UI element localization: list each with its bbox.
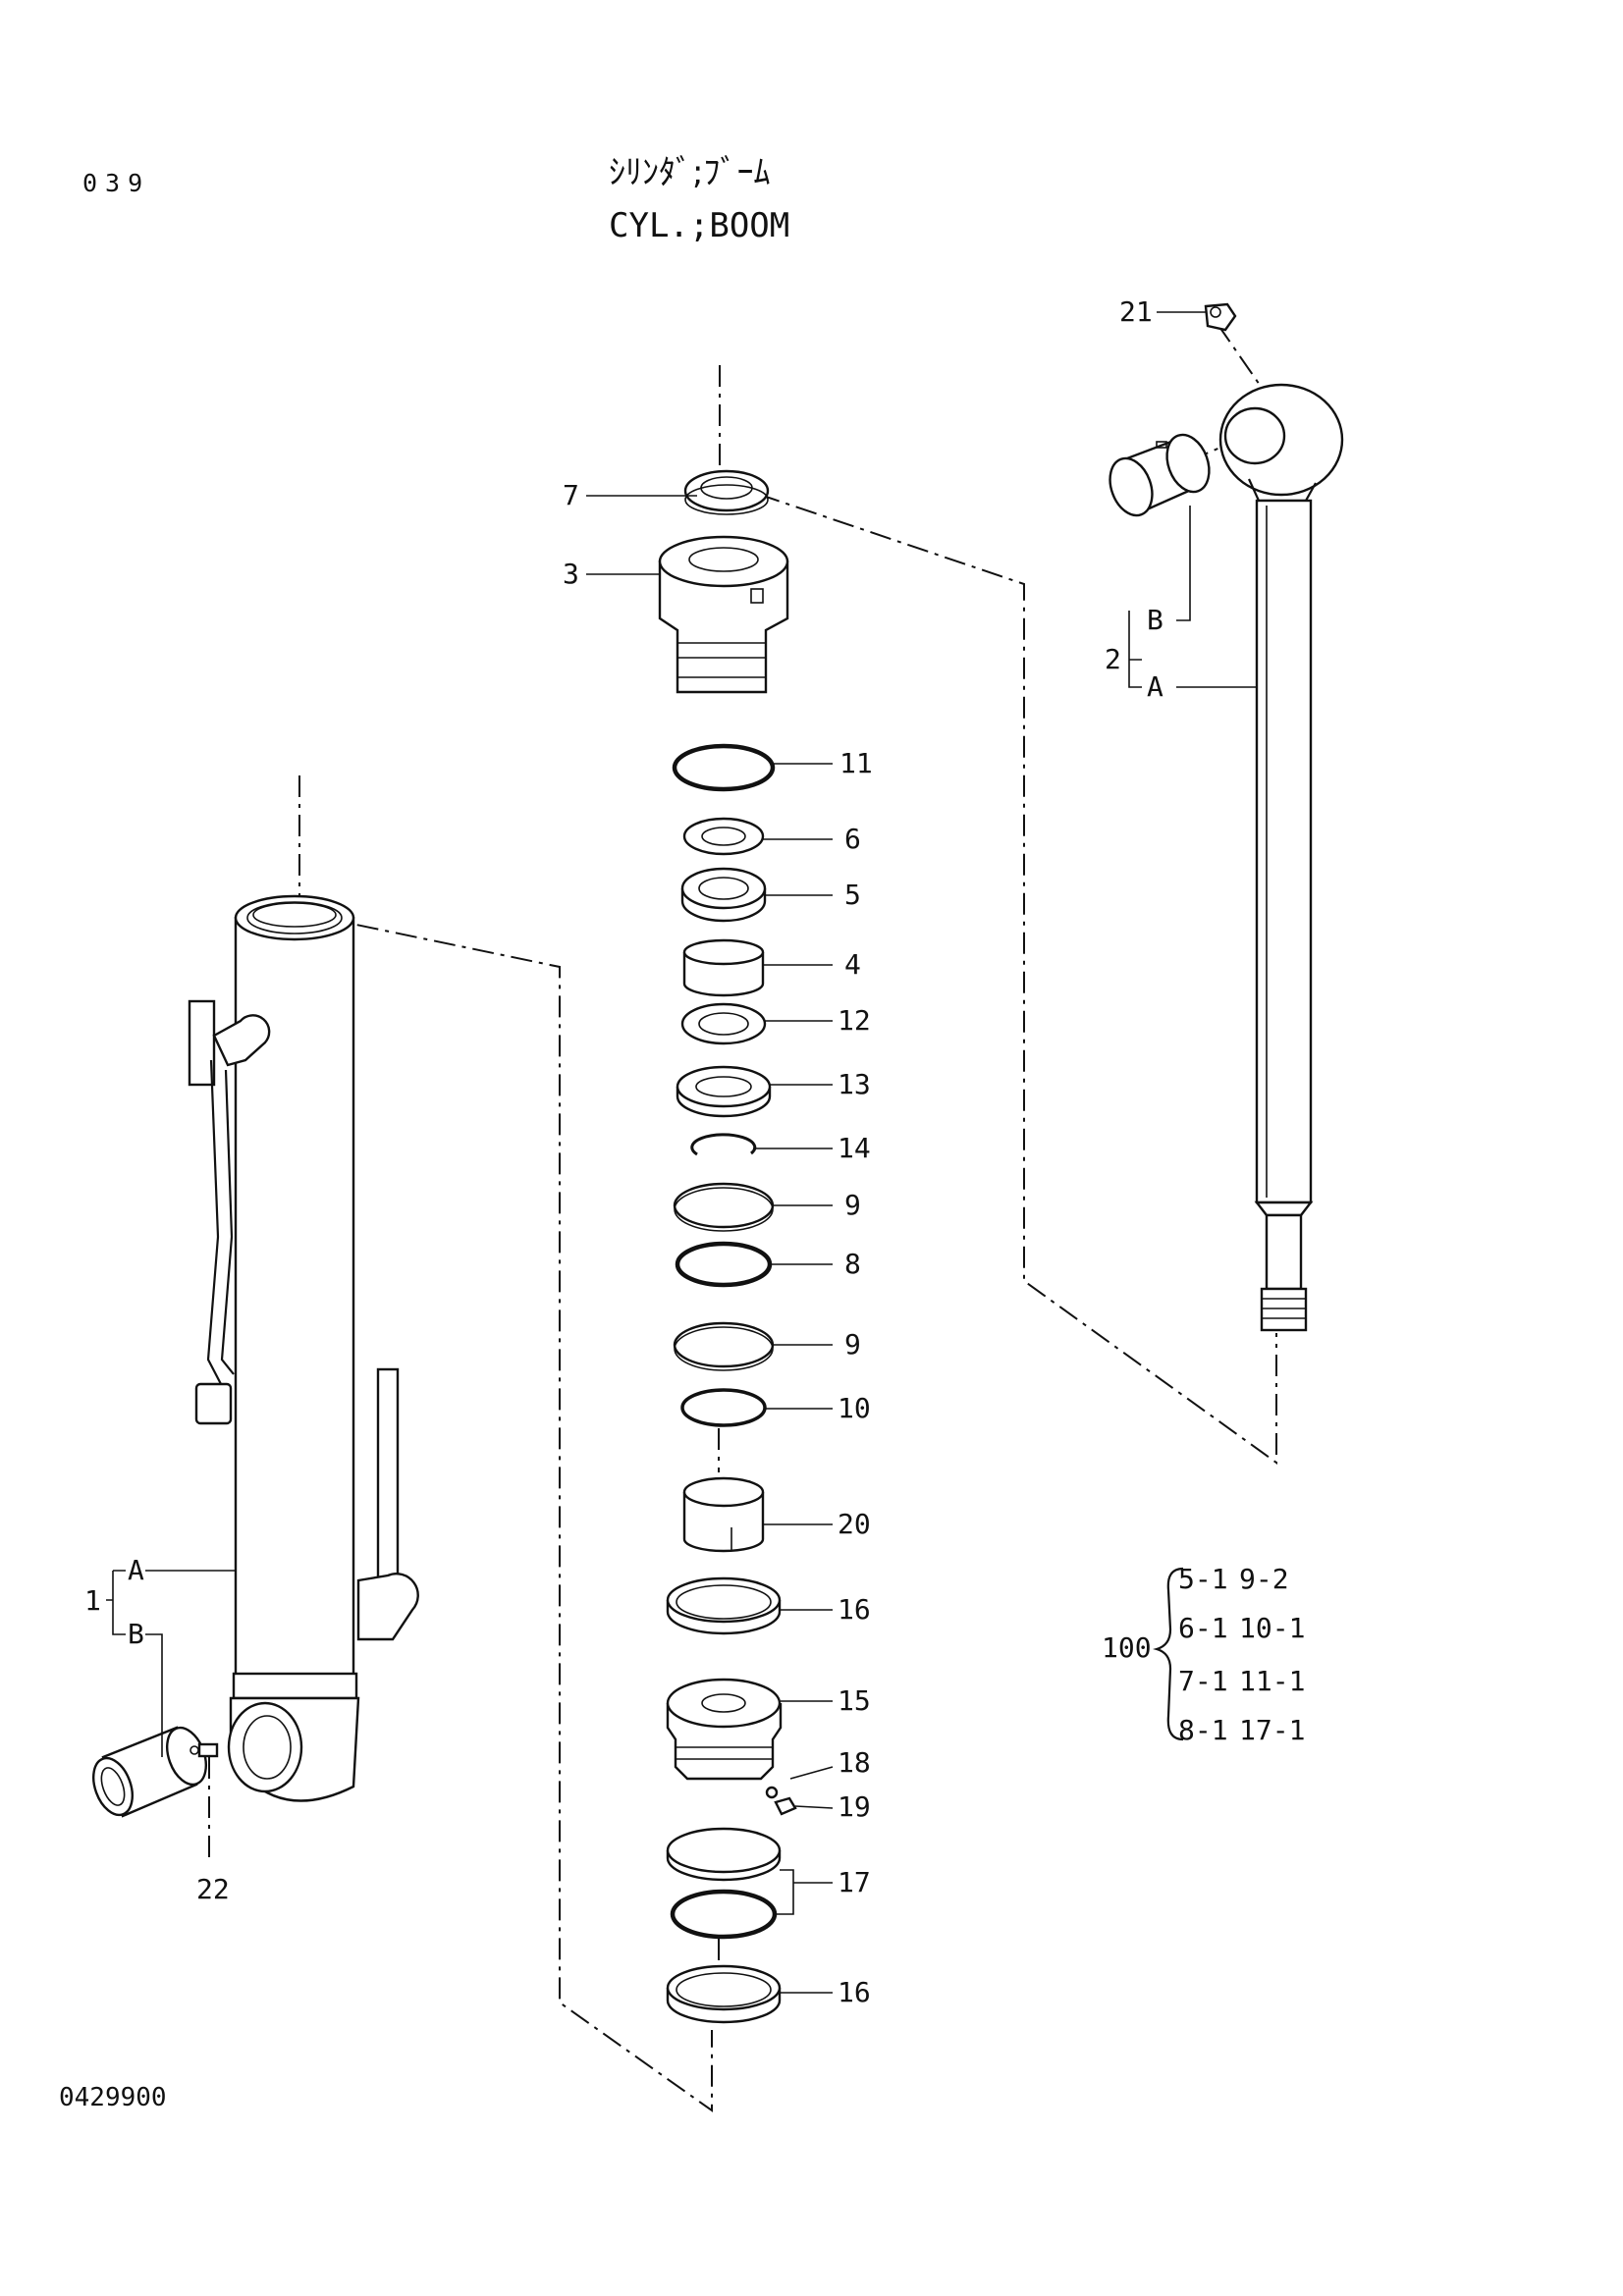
- kit-row-3-col-2: 11-1: [1239, 1665, 1305, 1697]
- rod-bushing[interactable]: [1103, 429, 1217, 521]
- ring-9-lower[interactable]: [673, 1321, 775, 1371]
- callout-18: 18: [838, 1746, 871, 1779]
- ring-12[interactable]: [680, 1002, 767, 1045]
- callout-2B: B: [1147, 604, 1163, 636]
- kit-row-4-col-1: 8-1: [1178, 1714, 1228, 1746]
- kit-row-3-col-1: 7-1: [1178, 1665, 1228, 1697]
- cushion-bearing-20[interactable]: [682, 1476, 765, 1553]
- o-ring-10[interactable]: [680, 1388, 767, 1427]
- callout-22: 22: [196, 1873, 230, 1905]
- leader-lines: [106, 311, 1257, 1994]
- callout-15: 15: [838, 1684, 871, 1717]
- o-ring-8[interactable]: [675, 1241, 773, 1288]
- kit-number: 100: [1102, 1631, 1152, 1664]
- piston-15[interactable]: [666, 1678, 783, 1781]
- callout-12: 12: [838, 1004, 871, 1037]
- seal-ring-17-upper[interactable]: [666, 1827, 782, 1882]
- wear-ring-16-lower[interactable]: [666, 1964, 782, 2024]
- callout-4: 4: [844, 948, 861, 981]
- callout-14: 14: [838, 1132, 871, 1164]
- callout-2: 2: [1105, 643, 1121, 675]
- snap-ring-14[interactable]: [690, 1133, 757, 1156]
- o-ring-17-lower[interactable]: [670, 1889, 778, 1940]
- o-ring-11[interactable]: [672, 743, 776, 792]
- callout-2A: A: [1147, 670, 1163, 703]
- callout-1B: B: [128, 1618, 144, 1650]
- callout-10: 10: [838, 1392, 871, 1424]
- ring-9-upper[interactable]: [673, 1182, 775, 1232]
- tube-bushing[interactable]: [86, 1723, 213, 1821]
- seal-5[interactable]: [680, 867, 767, 923]
- callout-9-lower: 9: [844, 1328, 861, 1361]
- title-english: CYL.;BOOM: [609, 206, 790, 245]
- cylinder-tube[interactable]: [188, 894, 419, 1802]
- callout-16-upper: 16: [838, 1593, 871, 1626]
- assembly-guide-lines: [208, 323, 1277, 2112]
- callout-5: 5: [844, 879, 861, 911]
- callout-16-lower: 16: [838, 1976, 871, 2008]
- backup-ring-13[interactable]: [676, 1065, 772, 1118]
- callout-1: 1: [84, 1584, 101, 1617]
- ring-6[interactable]: [682, 817, 765, 856]
- bushing-4[interactable]: [682, 938, 765, 997]
- wear-ring-16-upper[interactable]: [666, 1576, 782, 1635]
- seal-7[interactable]: [683, 469, 770, 515]
- ball-18[interactable]: [765, 1786, 779, 1799]
- kit-row-4-col-2: 17-1: [1239, 1714, 1305, 1746]
- kit-row-2-col-1: 6-1: [1178, 1612, 1228, 1644]
- kit-row-2-col-2: 10-1: [1239, 1612, 1305, 1644]
- callout-7: 7: [563, 479, 579, 511]
- callout-13: 13: [838, 1068, 871, 1100]
- callout-1A: A: [128, 1554, 144, 1586]
- callout-3: 3: [563, 558, 579, 590]
- kit-row-1-col-1: 5-1: [1178, 1563, 1228, 1595]
- cylinder-head-3[interactable]: [658, 535, 789, 694]
- drawing-number: 0429900: [59, 2083, 167, 2112]
- grease-fitting-21[interactable]: [1204, 302, 1237, 332]
- set-screw-19[interactable]: [774, 1796, 797, 1816]
- callout-17: 17: [838, 1866, 871, 1898]
- title-japanese: ｼﾘﾝﾀﾞ;ﾌﾞｰﾑ: [609, 153, 771, 192]
- piston-rod[interactable]: [1218, 383, 1344, 1332]
- part-callouts: 7 3 11 6 5 4 12 13 14 9 8 9 10 20 16 15 …: [84, 295, 1163, 2008]
- callout-11: 11: [839, 747, 873, 779]
- callout-8: 8: [844, 1248, 861, 1280]
- kit-row-1-col-2: 9-2: [1239, 1563, 1289, 1595]
- callout-9-upper: 9: [844, 1189, 861, 1221]
- grease-fitting-22[interactable]: [189, 1742, 219, 1758]
- page-number: 039: [82, 169, 151, 197]
- callout-19: 19: [838, 1790, 871, 1823]
- callout-21: 21: [1119, 295, 1153, 328]
- seal-kit-100: 100 5-1 9-2 6-1 10-1 7-1 11-1 8-1 17-1: [1102, 1563, 1305, 1746]
- callout-6: 6: [844, 823, 861, 855]
- callout-20: 20: [838, 1508, 871, 1540]
